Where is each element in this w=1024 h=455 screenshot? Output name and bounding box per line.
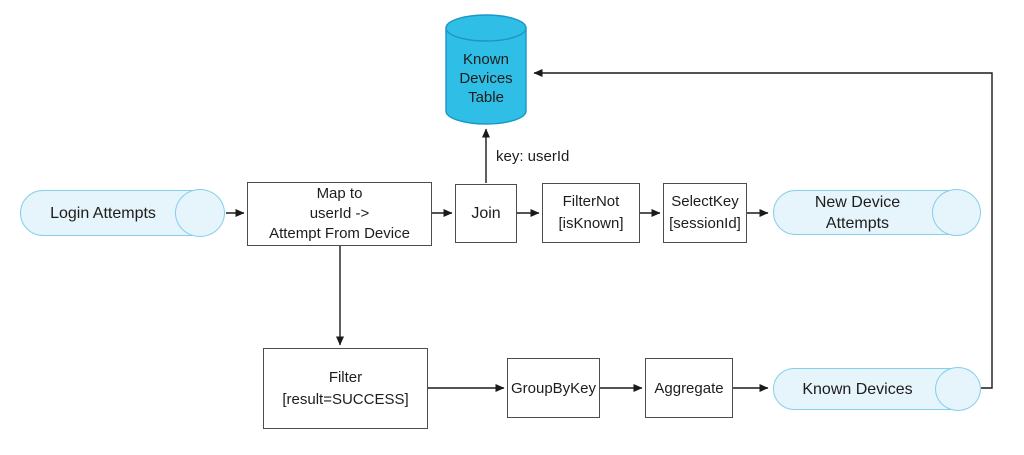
- new-device-attempts-stream: New Device Attempts: [773, 189, 981, 236]
- join-node: Join: [455, 184, 517, 243]
- stream-endcap: [932, 189, 981, 236]
- known-devices-table-label: Known Devices Table: [459, 50, 513, 106]
- aggregate-label: Aggregate: [654, 379, 724, 397]
- new-device-attempts-label: New Device Attempts: [814, 193, 901, 232]
- stream-endcap: [175, 189, 225, 237]
- groupbykey-label: GroupByKey: [510, 379, 597, 397]
- map-to-userid-node: Map to userId -> Attempt From Device: [247, 182, 432, 246]
- filternot-isknown-label: FilterNot [isKnown]: [558, 193, 624, 232]
- filter-result-success-label: Filter [result=SUCCESS]: [282, 368, 409, 408]
- aggregate-node: Aggregate: [645, 358, 733, 418]
- filternot-isknown-node: FilterNot [isKnown]: [542, 183, 640, 243]
- known-devices-table-node: Known Devices Table: [445, 14, 527, 125]
- map-to-userid-label: Map to userId -> Attempt From Device: [269, 185, 410, 242]
- stream-endcap: [935, 367, 981, 411]
- join-label: Join: [471, 205, 501, 222]
- known-devices-stream: Known Devices: [773, 367, 981, 411]
- selectkey-sessionid-label: SelectKey [sessionId]: [669, 193, 741, 232]
- login-attempts-stream: Login Attempts: [20, 189, 225, 237]
- login-attempts-label: Login Attempts: [50, 204, 156, 222]
- known-devices-label: Known Devices: [802, 380, 913, 398]
- join-key-edge-label: key: userId: [496, 148, 570, 165]
- selectkey-sessionid-node: SelectKey [sessionId]: [663, 183, 747, 243]
- groupbykey-node: GroupByKey: [507, 358, 600, 418]
- filter-result-success-node: Filter [result=SUCCESS]: [263, 348, 428, 429]
